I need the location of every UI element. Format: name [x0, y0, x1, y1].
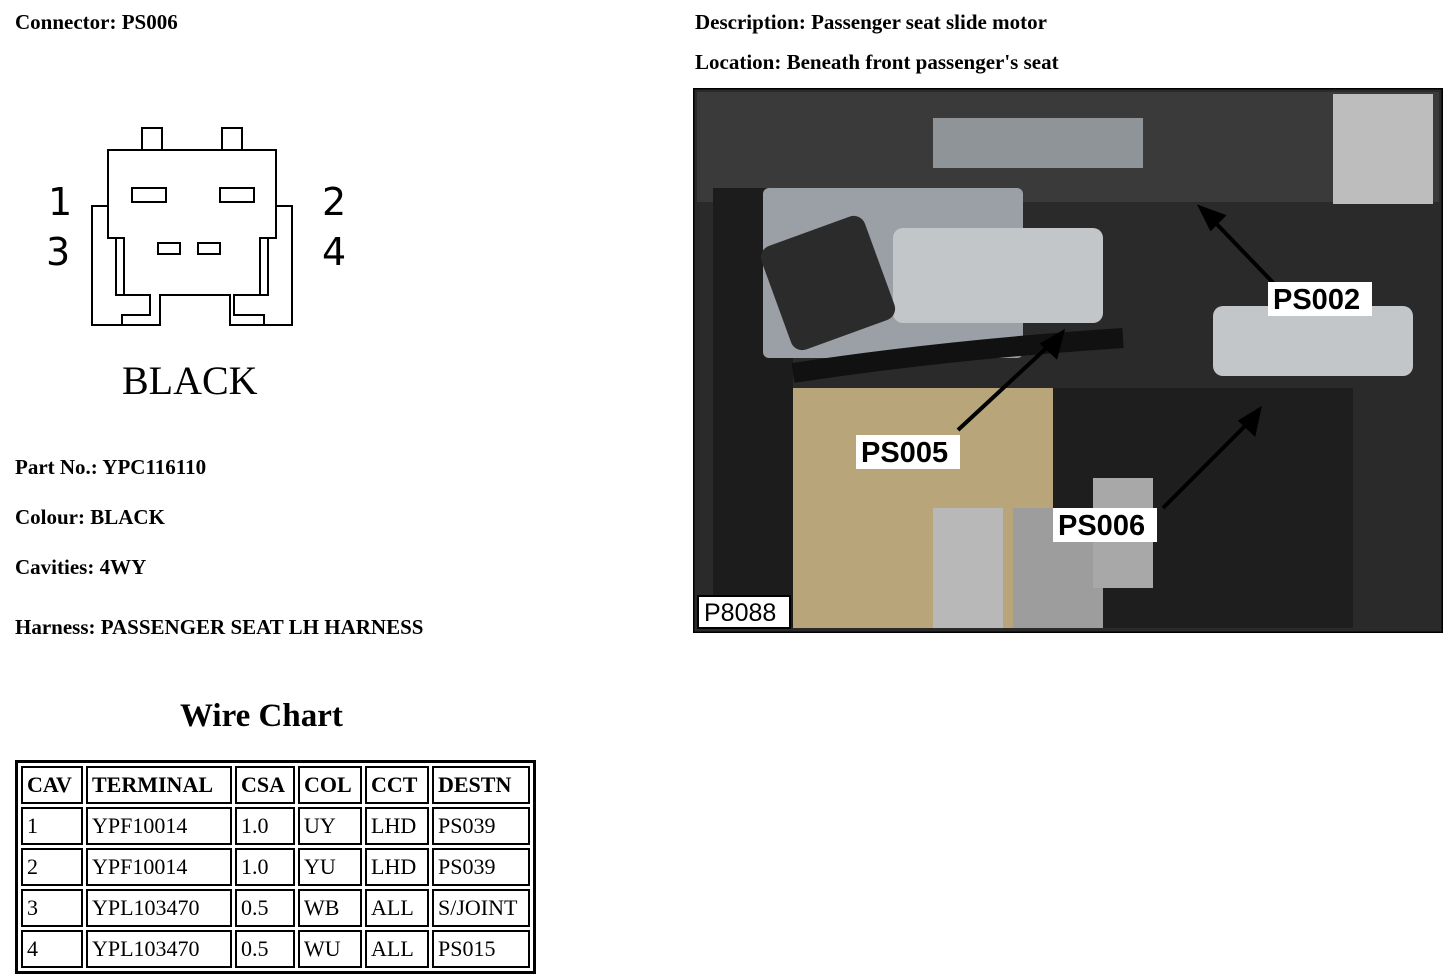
cell-cav: 3	[21, 889, 83, 927]
colour-line: Colour: BLACK	[15, 505, 165, 530]
cell-csa: 0.5	[235, 930, 295, 968]
table-row: 2 YPF10014 1.0 YU LHD PS039	[21, 848, 530, 886]
cell-destn: PS015	[432, 930, 530, 968]
cell-terminal: YPL103470	[86, 889, 232, 927]
connector-id: PS006	[121, 10, 178, 34]
cell-terminal: YPF10014	[86, 807, 232, 845]
harness-value: PASSENGER SEAT LH HARNESS	[100, 615, 424, 639]
cell-cav: 2	[21, 848, 83, 886]
part-no-line: Part No.: YPC116110	[15, 455, 206, 480]
cell-col: WU	[298, 930, 362, 968]
connector-heading: Connector: PS006	[15, 10, 178, 35]
cell-cav: 1	[21, 807, 83, 845]
table-row: 1 YPF10014 1.0 UY LHD PS039	[21, 807, 530, 845]
description-line: Description: Passenger seat slide motor	[695, 10, 1047, 35]
location-value: Beneath front passenger's seat	[786, 50, 1059, 74]
location-line: Location: Beneath front passenger's seat	[695, 50, 1059, 75]
location-label: Location:	[695, 50, 782, 74]
colour-label: Colour:	[15, 505, 85, 529]
cell-cav: 4	[21, 930, 83, 968]
pin-number-3: 3	[46, 230, 70, 274]
latch-left	[141, 127, 163, 150]
header-csa: CSA	[235, 766, 295, 804]
cell-cct: LHD	[365, 807, 429, 845]
cell-terminal: YPL103470	[86, 930, 232, 968]
connector-body	[107, 149, 277, 326]
cavities-label: Cavities:	[15, 555, 95, 579]
pin-number-2: 2	[322, 180, 346, 224]
pin-number-1: 1	[48, 180, 72, 224]
cell-destn: S/JOINT	[432, 889, 530, 927]
callout-ps005: PS005	[861, 437, 948, 469]
callout-ps002: PS002	[1273, 284, 1360, 316]
connector-face-diagram: 1 2 3 4 BLACK	[46, 127, 346, 403]
cell-col: WB	[298, 889, 362, 927]
header-terminal: TERMINAL	[86, 766, 232, 804]
table-row: 4 YPL103470 0.5 WU ALL PS015	[21, 930, 530, 968]
part-no-label: Part No.:	[15, 455, 98, 479]
wire-chart-title: Wire Chart	[180, 698, 343, 734]
harness-label: Harness:	[15, 615, 96, 639]
side-clip-right	[264, 205, 293, 326]
description-label: Description:	[695, 10, 806, 34]
table-header-row: CAV TERMINAL CSA COL CCT DESTN	[21, 766, 530, 804]
cavities-line: Cavities: 4WY	[15, 555, 146, 580]
description-value: Passenger seat slide motor	[811, 10, 1047, 34]
cell-csa: 1.0	[235, 848, 295, 886]
cell-csa: 0.5	[235, 889, 295, 927]
cell-csa: 1.0	[235, 807, 295, 845]
pin-number-4: 4	[322, 230, 346, 274]
cavity-3	[157, 242, 181, 255]
latch-right	[221, 127, 243, 150]
diagram-colour-label: BLACK	[122, 358, 258, 403]
header-cav: CAV	[21, 766, 83, 804]
cell-cct: ALL	[365, 889, 429, 927]
cell-col: UY	[298, 807, 362, 845]
cell-terminal: YPF10014	[86, 848, 232, 886]
table-row: 3 YPL103470 0.5 WB ALL S/JOINT	[21, 889, 530, 927]
cell-cct: LHD	[365, 848, 429, 886]
cell-destn: PS039	[432, 807, 530, 845]
part-no-value: YPC116110	[102, 455, 207, 479]
photo-ref-number: P8088	[704, 599, 776, 627]
cell-destn: PS039	[432, 848, 530, 886]
header-destn: DESTN	[432, 766, 530, 804]
header-cct: CCT	[365, 766, 429, 804]
callout-ps006: PS006	[1058, 510, 1145, 542]
location-photo: PS002 PS005 PS006 P8088	[693, 88, 1443, 633]
cell-cct: ALL	[365, 930, 429, 968]
side-clip-left	[91, 205, 122, 326]
cavity-2	[219, 187, 255, 203]
connector-label: Connector:	[15, 10, 117, 34]
cavities-value: 4WY	[99, 555, 147, 579]
wire-chart-table: CAV TERMINAL CSA COL CCT DESTN 1 YPF1001…	[15, 760, 536, 974]
header-col: COL	[298, 766, 362, 804]
cell-col: YU	[298, 848, 362, 886]
colour-value: BLACK	[90, 505, 165, 529]
cavity-4	[197, 242, 221, 255]
cavity-1	[131, 187, 167, 203]
harness-line: Harness: PASSENGER SEAT LH HARNESS	[15, 615, 423, 640]
